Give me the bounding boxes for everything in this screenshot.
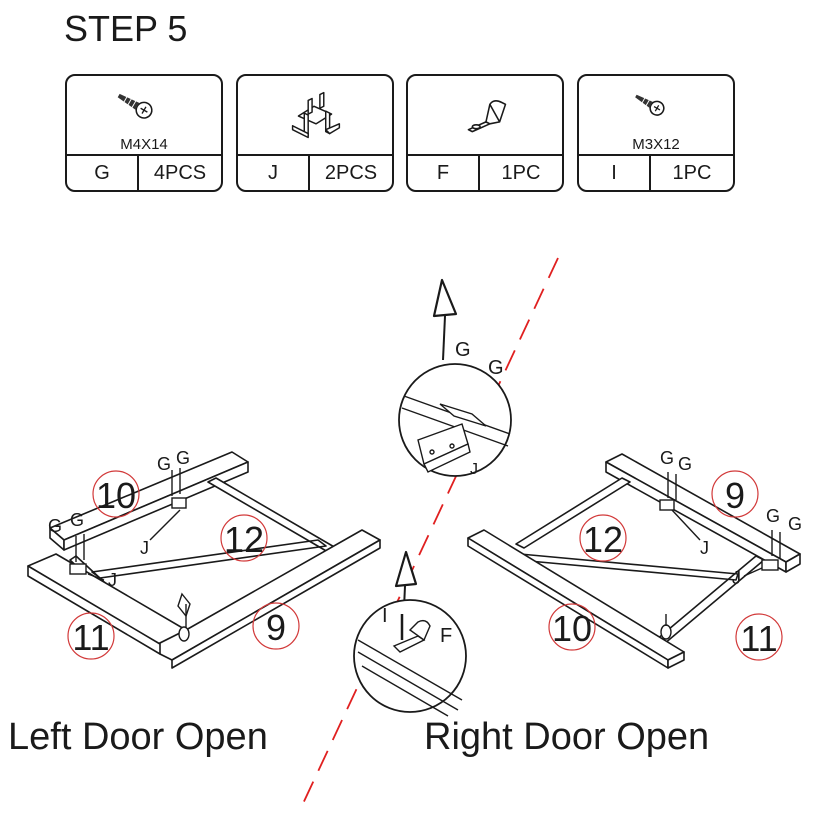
- part-qty: 1PC: [501, 161, 541, 184]
- screw-label: G: [48, 516, 62, 536]
- panel-number: 9: [266, 607, 286, 648]
- bracket-label: J: [140, 538, 149, 558]
- panel-marker-11: [67, 612, 115, 660]
- part-qty: 1PC: [672, 161, 712, 184]
- panel-marker-12: [220, 514, 268, 562]
- part-i-box: M3X12 I 1PC: [577, 74, 735, 192]
- panel-marker-10: [548, 603, 596, 651]
- panel-number: 9: [725, 475, 745, 516]
- panel-marker-9: [711, 470, 759, 518]
- screw-label: G: [788, 514, 802, 534]
- screwdriver-icon: [432, 278, 458, 318]
- panel-number: 10: [552, 608, 592, 649]
- door-stop-icon: [177, 592, 191, 618]
- bracket-label: J: [700, 538, 709, 558]
- screw-label: G: [70, 510, 84, 530]
- part-g-box: M4X14 G 4PCS: [65, 74, 223, 192]
- bracket-icon: [171, 497, 187, 509]
- detail-circle: [353, 599, 467, 713]
- part-j-box: J 2PCS: [236, 74, 394, 192]
- bracket-label: J: [732, 568, 741, 588]
- detail-bottom: I F: [353, 550, 467, 717]
- right-hardware: [659, 472, 781, 640]
- screw-icon: [635, 94, 665, 116]
- part-letter: I: [579, 156, 651, 190]
- panel-marker-12: [579, 514, 627, 562]
- screw-label: G: [766, 506, 780, 526]
- screw-label: G: [455, 339, 471, 361]
- panel-number: 12: [583, 519, 623, 560]
- part-qty: 4PCS: [153, 161, 207, 184]
- stop-label: F: [440, 625, 452, 647]
- part-letter: J: [238, 156, 310, 190]
- panel-number: 10: [96, 475, 136, 516]
- right-panel-markers: 9 12 10 11: [548, 470, 783, 661]
- part-qty: 2PCS: [324, 161, 378, 184]
- screw-label: G: [157, 454, 171, 474]
- screwdriver-icon: [394, 550, 418, 588]
- bracket-label: J: [108, 570, 117, 590]
- bracket-icon: [291, 91, 341, 139]
- left-frame: [27, 451, 381, 669]
- right-frame: [467, 453, 801, 669]
- panel-number: 12: [224, 519, 264, 560]
- left-hardware: [69, 468, 191, 642]
- panel-marker-9: [252, 602, 300, 650]
- screw-label: G: [176, 448, 190, 468]
- bracket-label: J: [470, 461, 478, 478]
- bracket-icon: [659, 499, 675, 511]
- screw-label: G: [678, 454, 692, 474]
- door-stop-icon: [467, 100, 507, 133]
- door-stop-icon: [660, 624, 672, 640]
- screw-label: G: [488, 357, 504, 379]
- right-door-caption: Right Door Open: [424, 716, 710, 758]
- screw-label: I: [382, 605, 388, 627]
- part-size-label: M4X14: [120, 136, 168, 153]
- panel-number: 11: [740, 618, 777, 659]
- step-title: STEP 5: [64, 8, 188, 49]
- detail-top: G G J: [398, 278, 512, 478]
- door-stop-icon: [178, 626, 190, 642]
- part-letter: G: [67, 156, 139, 190]
- panel-number: 11: [72, 617, 109, 658]
- bracket-icon: [761, 559, 779, 571]
- panel-marker-10: [92, 470, 140, 518]
- bracket-icon: [69, 563, 87, 575]
- screw-icon: [117, 93, 153, 119]
- panel-marker-11: [735, 613, 783, 661]
- part-letter: F: [408, 156, 480, 190]
- part-f-box: F 1PC: [406, 74, 564, 192]
- screw-label: G: [660, 448, 674, 468]
- left-panel-markers: 10 12 11 9: [67, 470, 300, 660]
- left-door-caption: Left Door Open: [8, 716, 268, 758]
- part-size-label: M3X12: [632, 136, 680, 153]
